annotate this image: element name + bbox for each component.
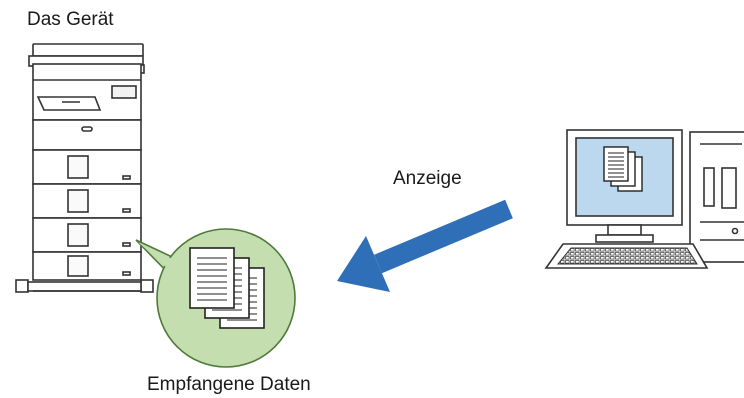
- arrow-label: Anzeige: [393, 168, 462, 189]
- arrow-left-icon: [337, 199, 513, 292]
- documents-stack-icon: [189, 247, 265, 329]
- received-data-label: Empfangene Daten: [147, 374, 311, 395]
- screen-documents-icon: [603, 146, 643, 192]
- device-label: Das Gerät: [27, 9, 114, 30]
- desktop-computer-icon: [544, 129, 744, 269]
- multifunction-printer-icon: [15, 43, 154, 293]
